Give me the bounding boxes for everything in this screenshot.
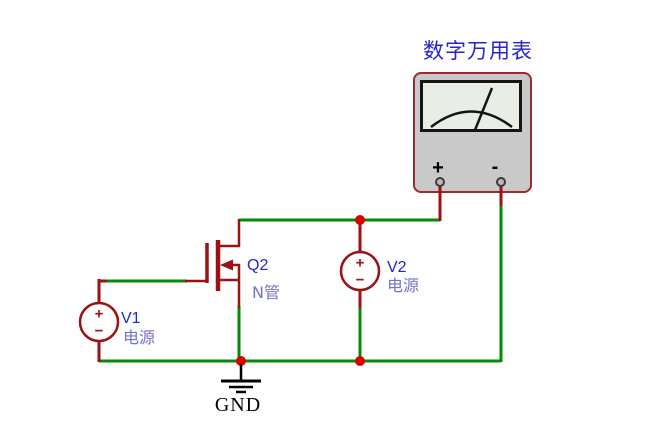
v2-ref-label[interactable]: V2: [387, 259, 407, 276]
meter-needle: [473, 87, 494, 131]
meter-minus-terminal[interactable]: [496, 177, 506, 187]
meter-plus-terminal[interactable]: [435, 177, 445, 187]
junction-dot-gnd[interactable]: [236, 356, 246, 366]
mosfet-q2-symbol[interactable]: [205, 240, 240, 291]
v1-minus-sign: −: [94, 322, 104, 340]
v1-ref-label[interactable]: V1: [121, 310, 141, 327]
ground-symbol[interactable]: [221, 364, 261, 394]
v1-plus-sign: +: [94, 305, 104, 323]
mosfet-ref-label[interactable]: Q2: [247, 257, 269, 274]
mosfet-arrow-icon: [220, 259, 233, 271]
v1-source-circle[interactable]: [78, 301, 120, 343]
v1-type-label[interactable]: 电源: [123, 328, 156, 347]
v2-source-circle[interactable]: [339, 250, 381, 292]
v2-plus-sign: +: [355, 254, 365, 272]
meter-plus-label: +: [432, 157, 444, 179]
meter-scale-arc: [430, 110, 513, 128]
mosfet-type-label[interactable]: N管: [252, 283, 280, 302]
multimeter-title[interactable]: 数字万用表: [423, 39, 533, 63]
junction-dot-v2-bottom[interactable]: [355, 356, 365, 366]
v2-type-label[interactable]: 电源: [387, 276, 420, 295]
junction-dot-top[interactable]: [355, 215, 365, 225]
ground-label: GND: [214, 394, 262, 416]
meter-minus-label: -: [491, 156, 499, 178]
v2-minus-sign: −: [355, 271, 365, 289]
